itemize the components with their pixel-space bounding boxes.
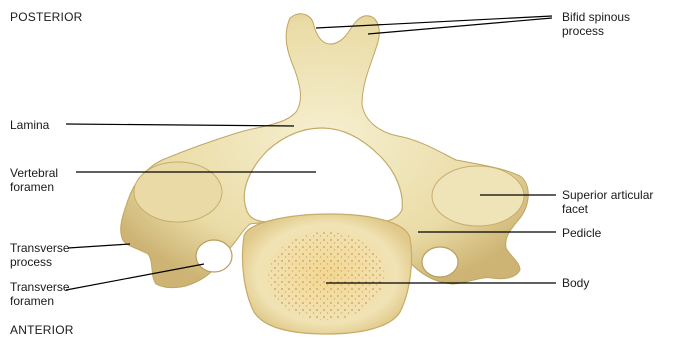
label-superior-articular-facet: Superior articular facet: [562, 188, 653, 216]
label-superior-articular-facet-line1: Superior articular: [562, 188, 653, 202]
label-vertebral-foramen-line1: Vertebral: [10, 166, 58, 180]
superior-articular-facet-shape: [432, 166, 524, 226]
label-transverse-process-line2: process: [10, 255, 70, 269]
right-transverse-foramen-opening: [422, 247, 458, 277]
orientation-posterior: POSTERIOR: [10, 10, 82, 24]
leader-bifid-spinous-1: [316, 16, 552, 28]
leader-transverse-process: [68, 244, 130, 248]
orientation-anterior: ANTERIOR: [10, 323, 74, 337]
label-body: Body: [562, 276, 589, 290]
label-bifid-spinous-process-line2: process: [562, 24, 630, 38]
label-transverse-foramen-line2: foramen: [10, 294, 70, 308]
label-transverse-foramen-line1: Transverse: [10, 280, 70, 294]
leader-lamina: [66, 124, 294, 126]
label-vertebral-foramen-line2: foramen: [10, 180, 58, 194]
label-transverse-process: Transverse process: [10, 241, 70, 269]
label-bifid-spinous-process-line1: Bifid spinous: [562, 10, 630, 24]
label-lamina: Lamina: [10, 118, 49, 132]
label-bifid-spinous-process: Bifid spinous process: [562, 10, 630, 38]
label-transverse-process-line1: Transverse: [10, 241, 70, 255]
label-pedicle: Pedicle: [562, 226, 601, 240]
vertebral-body-cancellous: [268, 232, 384, 320]
left-transverse-foramen-opening: [196, 240, 232, 272]
left-articular-region: [134, 162, 222, 222]
vertebra-bone: [121, 14, 529, 334]
label-vertebral-foramen: Vertebral foramen: [10, 166, 58, 194]
label-transverse-foramen: Transverse foramen: [10, 280, 70, 308]
label-superior-articular-facet-line2: facet: [562, 202, 653, 216]
